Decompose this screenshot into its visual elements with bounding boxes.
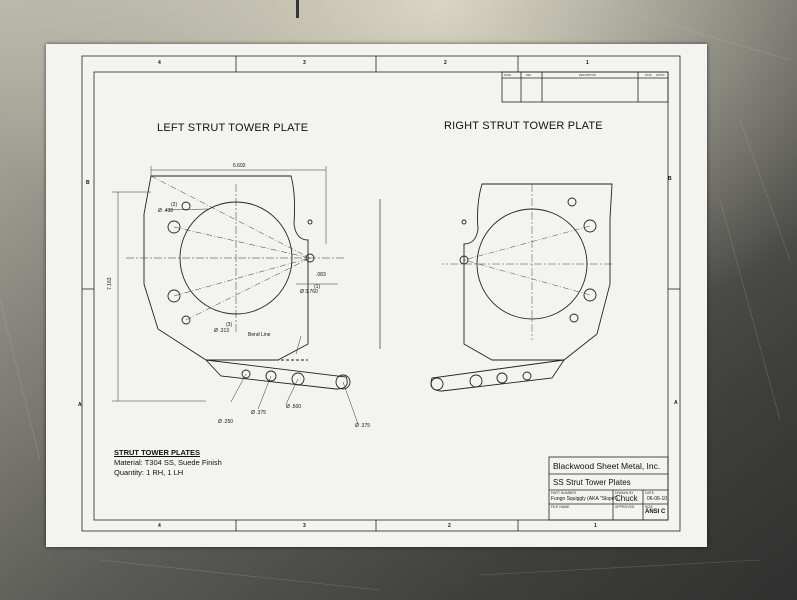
dim-bend-line: Bend Line bbox=[248, 332, 271, 338]
outer-frame bbox=[81, 55, 681, 532]
dim-hole-d: Ø .375 bbox=[355, 423, 371, 429]
title-block-date: 06-06-10 bbox=[647, 496, 668, 502]
right-plate-outline bbox=[463, 183, 613, 361]
zone-top-1: 1 bbox=[586, 60, 589, 66]
title-block-file-name-label: FILE NAME bbox=[551, 505, 570, 509]
zone-left-b: B bbox=[86, 180, 90, 186]
dim-hole-b: Ø .375 bbox=[251, 410, 267, 416]
dim-hole-1: Ø .438 bbox=[158, 208, 174, 214]
dim-width: 6.692 bbox=[233, 163, 246, 169]
zone-bottom-1: 1 bbox=[594, 523, 597, 529]
right-plate-view bbox=[430, 183, 613, 392]
title-block-title: SS Strut Tower Plates bbox=[553, 478, 631, 487]
left-view-title: LEFT STRUT TOWER PLATE bbox=[157, 122, 309, 134]
title-block-part-number: Fungo Squiggly (AKA "Slope") bbox=[551, 496, 618, 502]
title-block-size-label: SIZE bbox=[645, 505, 653, 509]
title-block-company: Blackwood Sheet Metal, Inc. bbox=[553, 461, 661, 471]
notes-quantity: Quantity: 1 RH, 1 LH bbox=[114, 468, 184, 477]
left-dimension-lines bbox=[112, 166, 359, 425]
dim-hole-count-2: (3) bbox=[226, 322, 233, 328]
dim-big-hole: Ø 3.760 bbox=[300, 289, 318, 295]
zone-left-a: A bbox=[78, 402, 82, 408]
title-block-part-number-label: PART NUMBER bbox=[551, 491, 577, 495]
zone-bottom-2: 2 bbox=[448, 523, 451, 529]
inner-frame bbox=[93, 71, 669, 521]
rev-header-zone: ZONE bbox=[504, 74, 511, 77]
notes-heading: STRUT TOWER PLATES bbox=[114, 448, 200, 457]
rev-header-description: DESCRIPTION bbox=[579, 74, 597, 77]
title-block bbox=[548, 456, 669, 521]
right-view-title: RIGHT STRUT TOWER PLATE bbox=[444, 120, 603, 132]
zone-top-3: 3 bbox=[303, 60, 306, 66]
revision-block bbox=[501, 71, 669, 103]
rev-header-rev: REV bbox=[526, 74, 532, 77]
title-block-size: ANSI C bbox=[645, 509, 666, 515]
dim-hole-c: Ø .500 bbox=[286, 404, 302, 410]
zone-top-4: 4 bbox=[158, 60, 161, 66]
zone-top-2: 2 bbox=[444, 60, 447, 66]
engineering-drawing bbox=[81, 55, 681, 532]
dim-hole-2: Ø .313 bbox=[214, 328, 230, 334]
title-block-date-label: DATE bbox=[645, 491, 655, 495]
dim-hole-count-1: (2) bbox=[171, 202, 178, 208]
title-block-approved-label: APPROVED bbox=[615, 505, 635, 509]
title-block-drawn-by-label: DRAWN BY bbox=[615, 491, 634, 495]
dim-offset: .083 bbox=[316, 272, 326, 278]
dim-height: 7.163 bbox=[107, 277, 113, 290]
notes-material: Material: T304 SS, Suede Finish bbox=[114, 458, 222, 467]
zone-bottom-3: 3 bbox=[303, 523, 306, 529]
zone-right-b: B bbox=[668, 176, 672, 182]
dim-hole-a: Ø .250 bbox=[218, 419, 234, 425]
drawing-sheet: 4 3 2 1 4 3 2 1 B A B A ZONE REV DESCRIP… bbox=[46, 44, 707, 547]
title-block-drawn-by: Chuck bbox=[615, 494, 638, 503]
dim-big-hole-count: (1) bbox=[314, 284, 321, 290]
rev-header-date: DATE bbox=[645, 74, 652, 77]
zone-right-a: A bbox=[674, 400, 678, 406]
rev-header-appvd: APPVD bbox=[656, 74, 665, 77]
zone-bottom-4: 4 bbox=[158, 523, 161, 529]
